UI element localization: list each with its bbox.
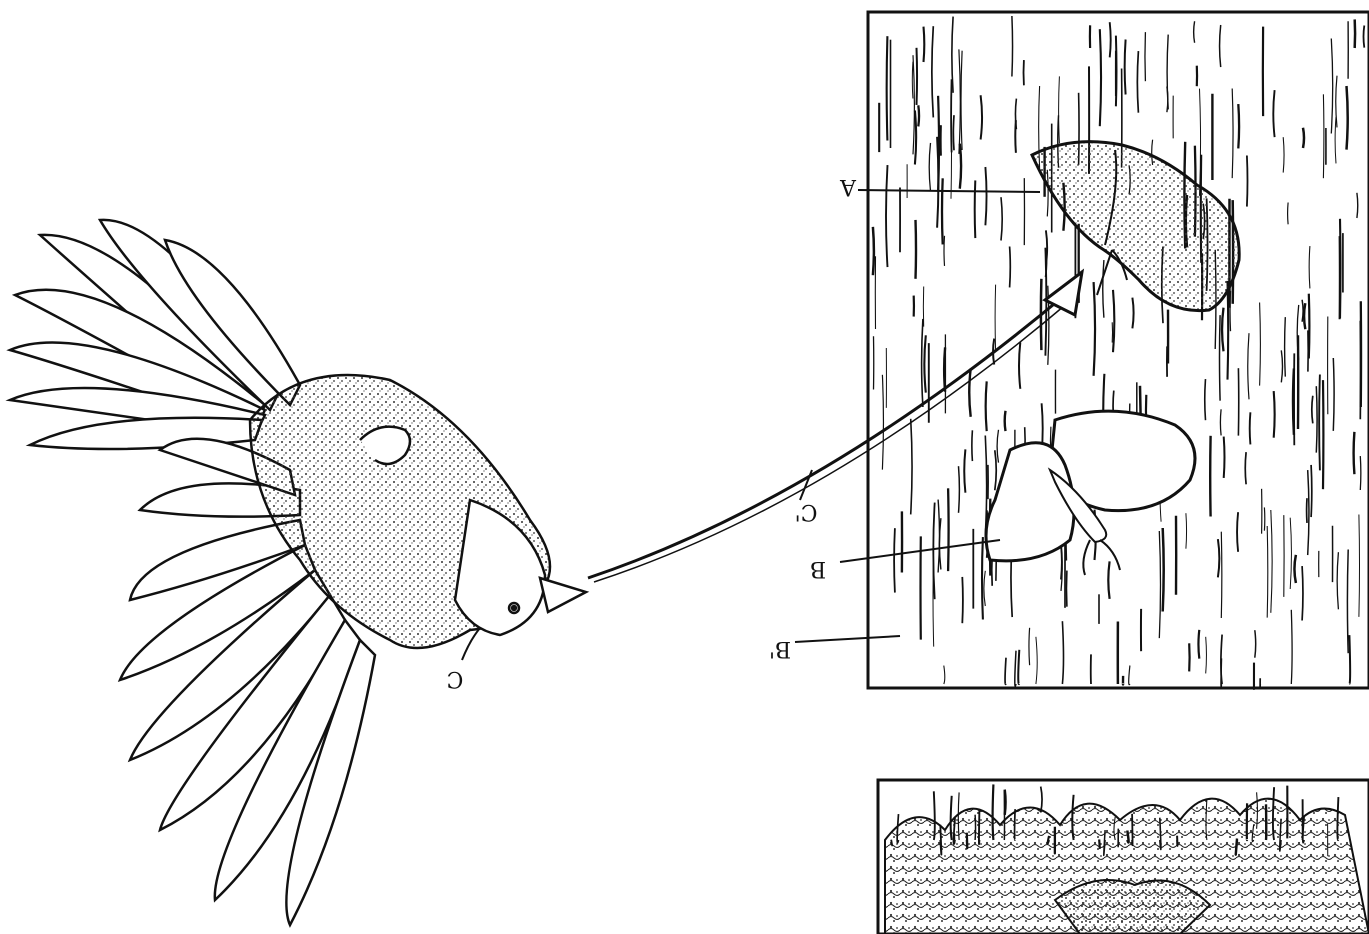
bark-stroke [1116, 36, 1117, 107]
bark-stroke [918, 105, 919, 126]
label-b-prime: B' [769, 636, 791, 661]
bark-stroke [1237, 512, 1238, 552]
bark-stroke [1347, 86, 1348, 150]
bark-stroke [1010, 247, 1011, 288]
bark-stroke [1337, 797, 1338, 840]
bark-stroke [960, 144, 961, 189]
label-c: C [447, 666, 464, 691]
bark-stroke [1302, 566, 1303, 620]
bark-stroke [934, 791, 935, 840]
bark-stroke [1160, 818, 1161, 850]
bark-stroke [995, 285, 996, 351]
bark-stroke [1005, 658, 1006, 685]
tree-trunk-lower [878, 780, 1369, 934]
bark-stroke [986, 381, 987, 431]
bark-stroke [964, 449, 965, 492]
bark-stroke [1163, 528, 1164, 612]
bark-stroke [982, 537, 983, 619]
bark-stroke [1198, 630, 1199, 659]
bark-stroke [975, 180, 976, 238]
bark-stroke [887, 36, 888, 140]
bark-stroke [873, 227, 874, 275]
bark-stroke [967, 833, 968, 849]
bark-stroke [951, 796, 952, 840]
bark-stroke [917, 48, 918, 105]
bark-stroke [962, 577, 963, 623]
label-b: B [810, 556, 826, 581]
bark-stroke [1029, 628, 1030, 665]
bark-stroke [1220, 409, 1221, 435]
bark-stroke [1110, 22, 1111, 57]
bark-stroke [1247, 156, 1248, 207]
label-c-prime: C' [795, 499, 818, 524]
bark-stroke [1236, 839, 1237, 855]
bark-stroke [891, 840, 892, 846]
bark-stroke [1012, 16, 1013, 77]
bark-stroke [1364, 26, 1365, 48]
bark-stroke [1312, 396, 1313, 424]
bark-stroke [1309, 294, 1310, 359]
bark-stroke [1319, 375, 1320, 471]
bark-stroke [1354, 432, 1355, 474]
bark-stroke [1347, 550, 1348, 654]
bark-stroke [1303, 128, 1304, 148]
bark-stroke [954, 818, 955, 844]
bark-stroke [1323, 94, 1324, 178]
bark-stroke [1293, 369, 1294, 435]
bark-stroke [1018, 650, 1019, 684]
moth-camouflaged [1055, 880, 1210, 934]
tree-trunk-upper [868, 12, 1369, 689]
bark-stroke [1228, 281, 1229, 380]
bark-stroke [1127, 831, 1128, 843]
bird-beak [540, 578, 586, 612]
bark-stroke [1267, 526, 1268, 618]
bark-stroke [1311, 465, 1312, 517]
bark-stroke [1333, 358, 1334, 431]
bark-stroke [1316, 386, 1317, 452]
bark-stroke [1250, 412, 1251, 444]
bark-stroke [1304, 303, 1305, 329]
bark-stroke [1015, 809, 1016, 840]
bark-stroke [1205, 379, 1206, 420]
bark-stroke [993, 784, 994, 840]
bird [10, 220, 586, 925]
bark-stroke [1005, 411, 1006, 431]
bark-stroke [1349, 635, 1350, 684]
bark-stroke [1125, 40, 1126, 95]
bark-stroke [1221, 532, 1222, 618]
bark-stroke [944, 347, 945, 391]
bark-stroke [1224, 437, 1225, 478]
bark-stroke [953, 115, 954, 150]
bark-stroke [1245, 452, 1246, 484]
bark-stroke [916, 220, 917, 279]
label-a: A [839, 174, 857, 199]
bark-stroke [1294, 555, 1295, 583]
bark-stroke [924, 27, 925, 62]
bark-stroke [1273, 787, 1274, 840]
bark-stroke [1360, 456, 1361, 490]
bark-stroke [1274, 391, 1275, 438]
bark-stroke [1230, 291, 1231, 331]
bark-stroke [972, 430, 973, 461]
bark-stroke [1015, 120, 1016, 153]
bark-stroke [1099, 839, 1100, 848]
bark-stroke [1288, 203, 1289, 225]
bark-stroke [942, 178, 943, 244]
bark-stroke [944, 236, 945, 266]
bark-stroke [1285, 317, 1286, 377]
bark-stroke [948, 488, 949, 571]
bark-stroke [951, 105, 952, 199]
bark-stroke [894, 528, 895, 592]
bark-stroke [1048, 836, 1049, 844]
bark-stroke [940, 825, 941, 855]
bark-stroke [1220, 315, 1221, 401]
bark-stroke [1238, 104, 1239, 148]
